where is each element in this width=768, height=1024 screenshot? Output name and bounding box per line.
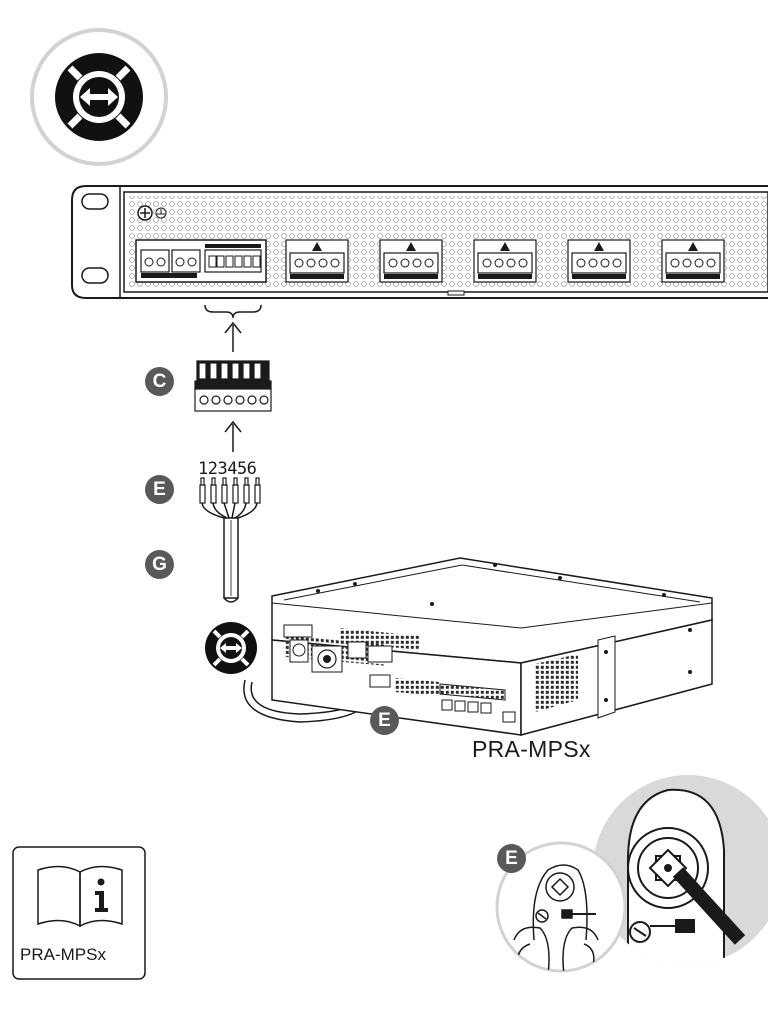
manual-label: PRA-MPSx <box>20 945 106 964</box>
mounting-slot-top <box>81 193 109 210</box>
interconnect-symbol-top <box>30 28 168 166</box>
rack-panel <box>71 185 768 299</box>
connection-arrows <box>204 304 262 452</box>
device-label: PRA-MPSx <box>472 736 591 762</box>
speaker-output-1 <box>285 239 349 283</box>
badge-e-wires: E <box>145 475 174 504</box>
speaker-output-3 <box>473 239 537 283</box>
speaker-output-5 <box>661 239 725 283</box>
crimping-tool-icon <box>495 775 768 973</box>
speaker-output-2 <box>379 239 443 283</box>
manual-info-icon <box>12 846 146 980</box>
badge-e-crimp-tool: E <box>497 844 526 873</box>
badge-c-connector: C <box>145 367 174 396</box>
wire-number-labels: 123456 <box>198 459 257 479</box>
mounting-slot-bottom <box>81 267 109 284</box>
interconnect-symbol-cable <box>205 622 257 674</box>
interconnect-arrows-icon <box>80 88 118 106</box>
badge-e-device-port: E <box>370 706 399 735</box>
interconnect-arrows-icon <box>220 643 242 653</box>
speaker-output-4 <box>567 239 631 283</box>
badge-g-cable: G <box>145 550 174 579</box>
connector-block-left <box>135 239 267 283</box>
pra-mpsx-device <box>271 557 713 736</box>
wire-bundle <box>199 477 261 603</box>
ground-screw-icon <box>137 205 167 221</box>
terminal-plug-connector <box>194 360 272 412</box>
